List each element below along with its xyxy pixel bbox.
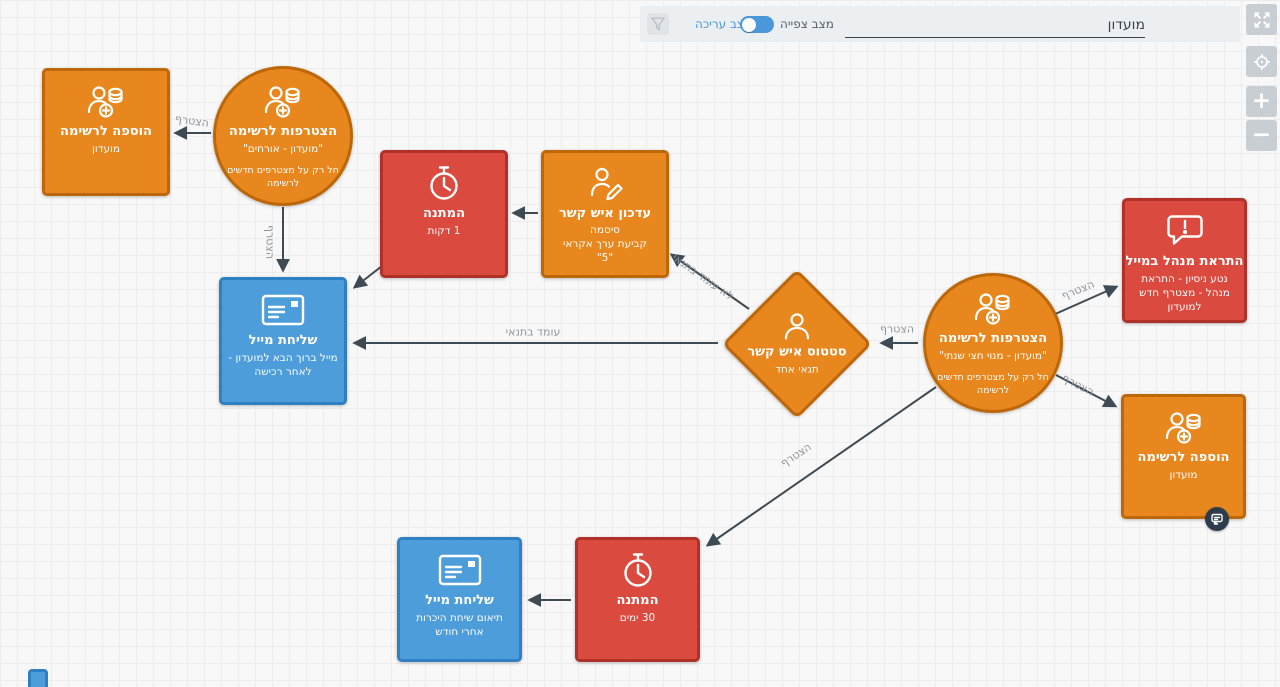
node-title: שליחת מייל (425, 593, 494, 608)
node-subtitle: מועדון (1169, 469, 1198, 481)
node-send-welcome-mail[interactable]: שליחת מייל מייל ברוך הבא למועדון - לאחר … (219, 277, 347, 405)
node-subtitle: "מועדון - מנוי חצי שנתי" (939, 350, 1047, 362)
node-wait-days[interactable]: המתנה 30 ימים (575, 537, 700, 662)
funnel-icon (651, 17, 665, 31)
node-join-list-guests[interactable]: הצטרפות לרשימה "מועדון - אורחים" חל רק ע… (213, 66, 353, 206)
node-field: סיסמה (590, 224, 620, 236)
node-subtitle: מייל ברוך הבא למועדון - לאחר רכישה (228, 352, 338, 379)
node-title: שליחת מייל (248, 333, 318, 348)
toggle-knob (742, 17, 756, 32)
node-title: עדכון איש קשר (558, 206, 652, 221)
edit-mode-label[interactable]: מצב עריכה (695, 17, 753, 31)
note-icon (1211, 513, 1223, 525)
mode-toggle[interactable] (740, 16, 774, 33)
contact-icon (722, 311, 872, 341)
toolbar: מצב עריכה מצב צפייה (640, 6, 1240, 42)
edge-connector (1052, 285, 1119, 316)
join-list-icon (926, 288, 1060, 328)
node-partial[interactable] (28, 669, 48, 687)
edge-connector (669, 253, 750, 310)
node-title: המתנה (422, 206, 466, 221)
edge-label: הצטרף (263, 224, 277, 260)
add-to-list-icon (1124, 407, 1243, 447)
minus-icon: − (1251, 122, 1272, 148)
node-action: קביעת ערך אקראי (563, 238, 647, 251)
zoom-in-button[interactable]: + (1246, 86, 1277, 117)
note-badge[interactable] (1205, 507, 1229, 531)
filter-button[interactable] (647, 13, 669, 35)
center-view-button[interactable] (1246, 46, 1277, 77)
edge-connector (705, 386, 937, 547)
add-to-list-icon (45, 81, 167, 121)
node-contact-status[interactable]: סטטוס איש קשר תנאי אחד (722, 269, 872, 419)
edge-label: הצטרף (879, 322, 915, 336)
stopwatch-icon (578, 550, 697, 590)
node-note: חל רק על מצטרפים חדשים לרשימה (937, 372, 1049, 396)
fullscreen-button[interactable] (1246, 4, 1277, 35)
node-join-list-semiannual[interactable]: הצטרפות לרשימה "מועדון - מנוי חצי שנתי" … (923, 273, 1063, 413)
node-subtitle: "מועדון - אורחים" (242, 143, 324, 155)
edge-label: עומד בתנאי (505, 325, 561, 339)
plus-icon: + (1251, 88, 1272, 114)
automation-name-input[interactable] (845, 12, 1145, 38)
node-subtitle: תיאום שיחת היכרות אחרי חודש (416, 612, 503, 639)
node-title: הצטרפות לרשימה (228, 124, 338, 139)
node-title: הוספה לרשימה (60, 124, 152, 139)
node-add-to-list-right[interactable]: הוספה לרשימה מועדון (1121, 394, 1246, 519)
stopwatch-icon (383, 163, 505, 203)
node-note: חל רק על מצטרפים חדשים לרשימה (227, 165, 339, 189)
alert-bubble-icon (1125, 211, 1244, 251)
contact-edit-icon (544, 163, 666, 203)
node-send-intro-mail[interactable]: שליחת מייל תיאום שיחת היכרות אחרי חודש (397, 537, 522, 662)
join-list-icon (216, 81, 350, 121)
node-subtitle: 30 ימים (619, 612, 656, 624)
node-title: התראת מנהל במייל (1125, 254, 1244, 269)
node-add-to-list-left[interactable]: הוספה לרשימה מועדון (42, 68, 170, 196)
zoom-out-button[interactable]: − (1246, 120, 1277, 151)
node-wait-minutes[interactable]: המתנה 1 דקות (380, 150, 508, 278)
node-update-contact[interactable]: עדכון איש קשר סיסמה קביעת ערך אקראי "5" (541, 150, 669, 278)
node-admin-alert[interactable]: התראת מנהל במייל נטע ניסיון - התראת מנהל… (1122, 198, 1247, 323)
view-mode-label[interactable]: מצב צפייה (780, 17, 834, 31)
fullscreen-icon (1254, 12, 1269, 27)
mail-icon (400, 550, 519, 590)
crosshair-icon (1253, 53, 1270, 70)
node-title: המתנה (616, 593, 659, 608)
node-title: סטטוס איש קשר (747, 344, 847, 360)
node-title: הוספה לרשימה (1137, 450, 1230, 465)
edge-connector (1055, 374, 1118, 408)
node-subtitle: נטע ניסיון - התראת מנהל - מצטרף חדש למוע… (1139, 273, 1230, 314)
node-subtitle: 1 דקות (427, 225, 461, 237)
node-value: "5" (596, 252, 614, 265)
mail-icon (222, 290, 344, 330)
node-subtitle: תנאי אחד (775, 363, 819, 376)
node-subtitle: מועדון (91, 143, 121, 155)
node-title: הצטרפות לרשימה (938, 331, 1048, 346)
